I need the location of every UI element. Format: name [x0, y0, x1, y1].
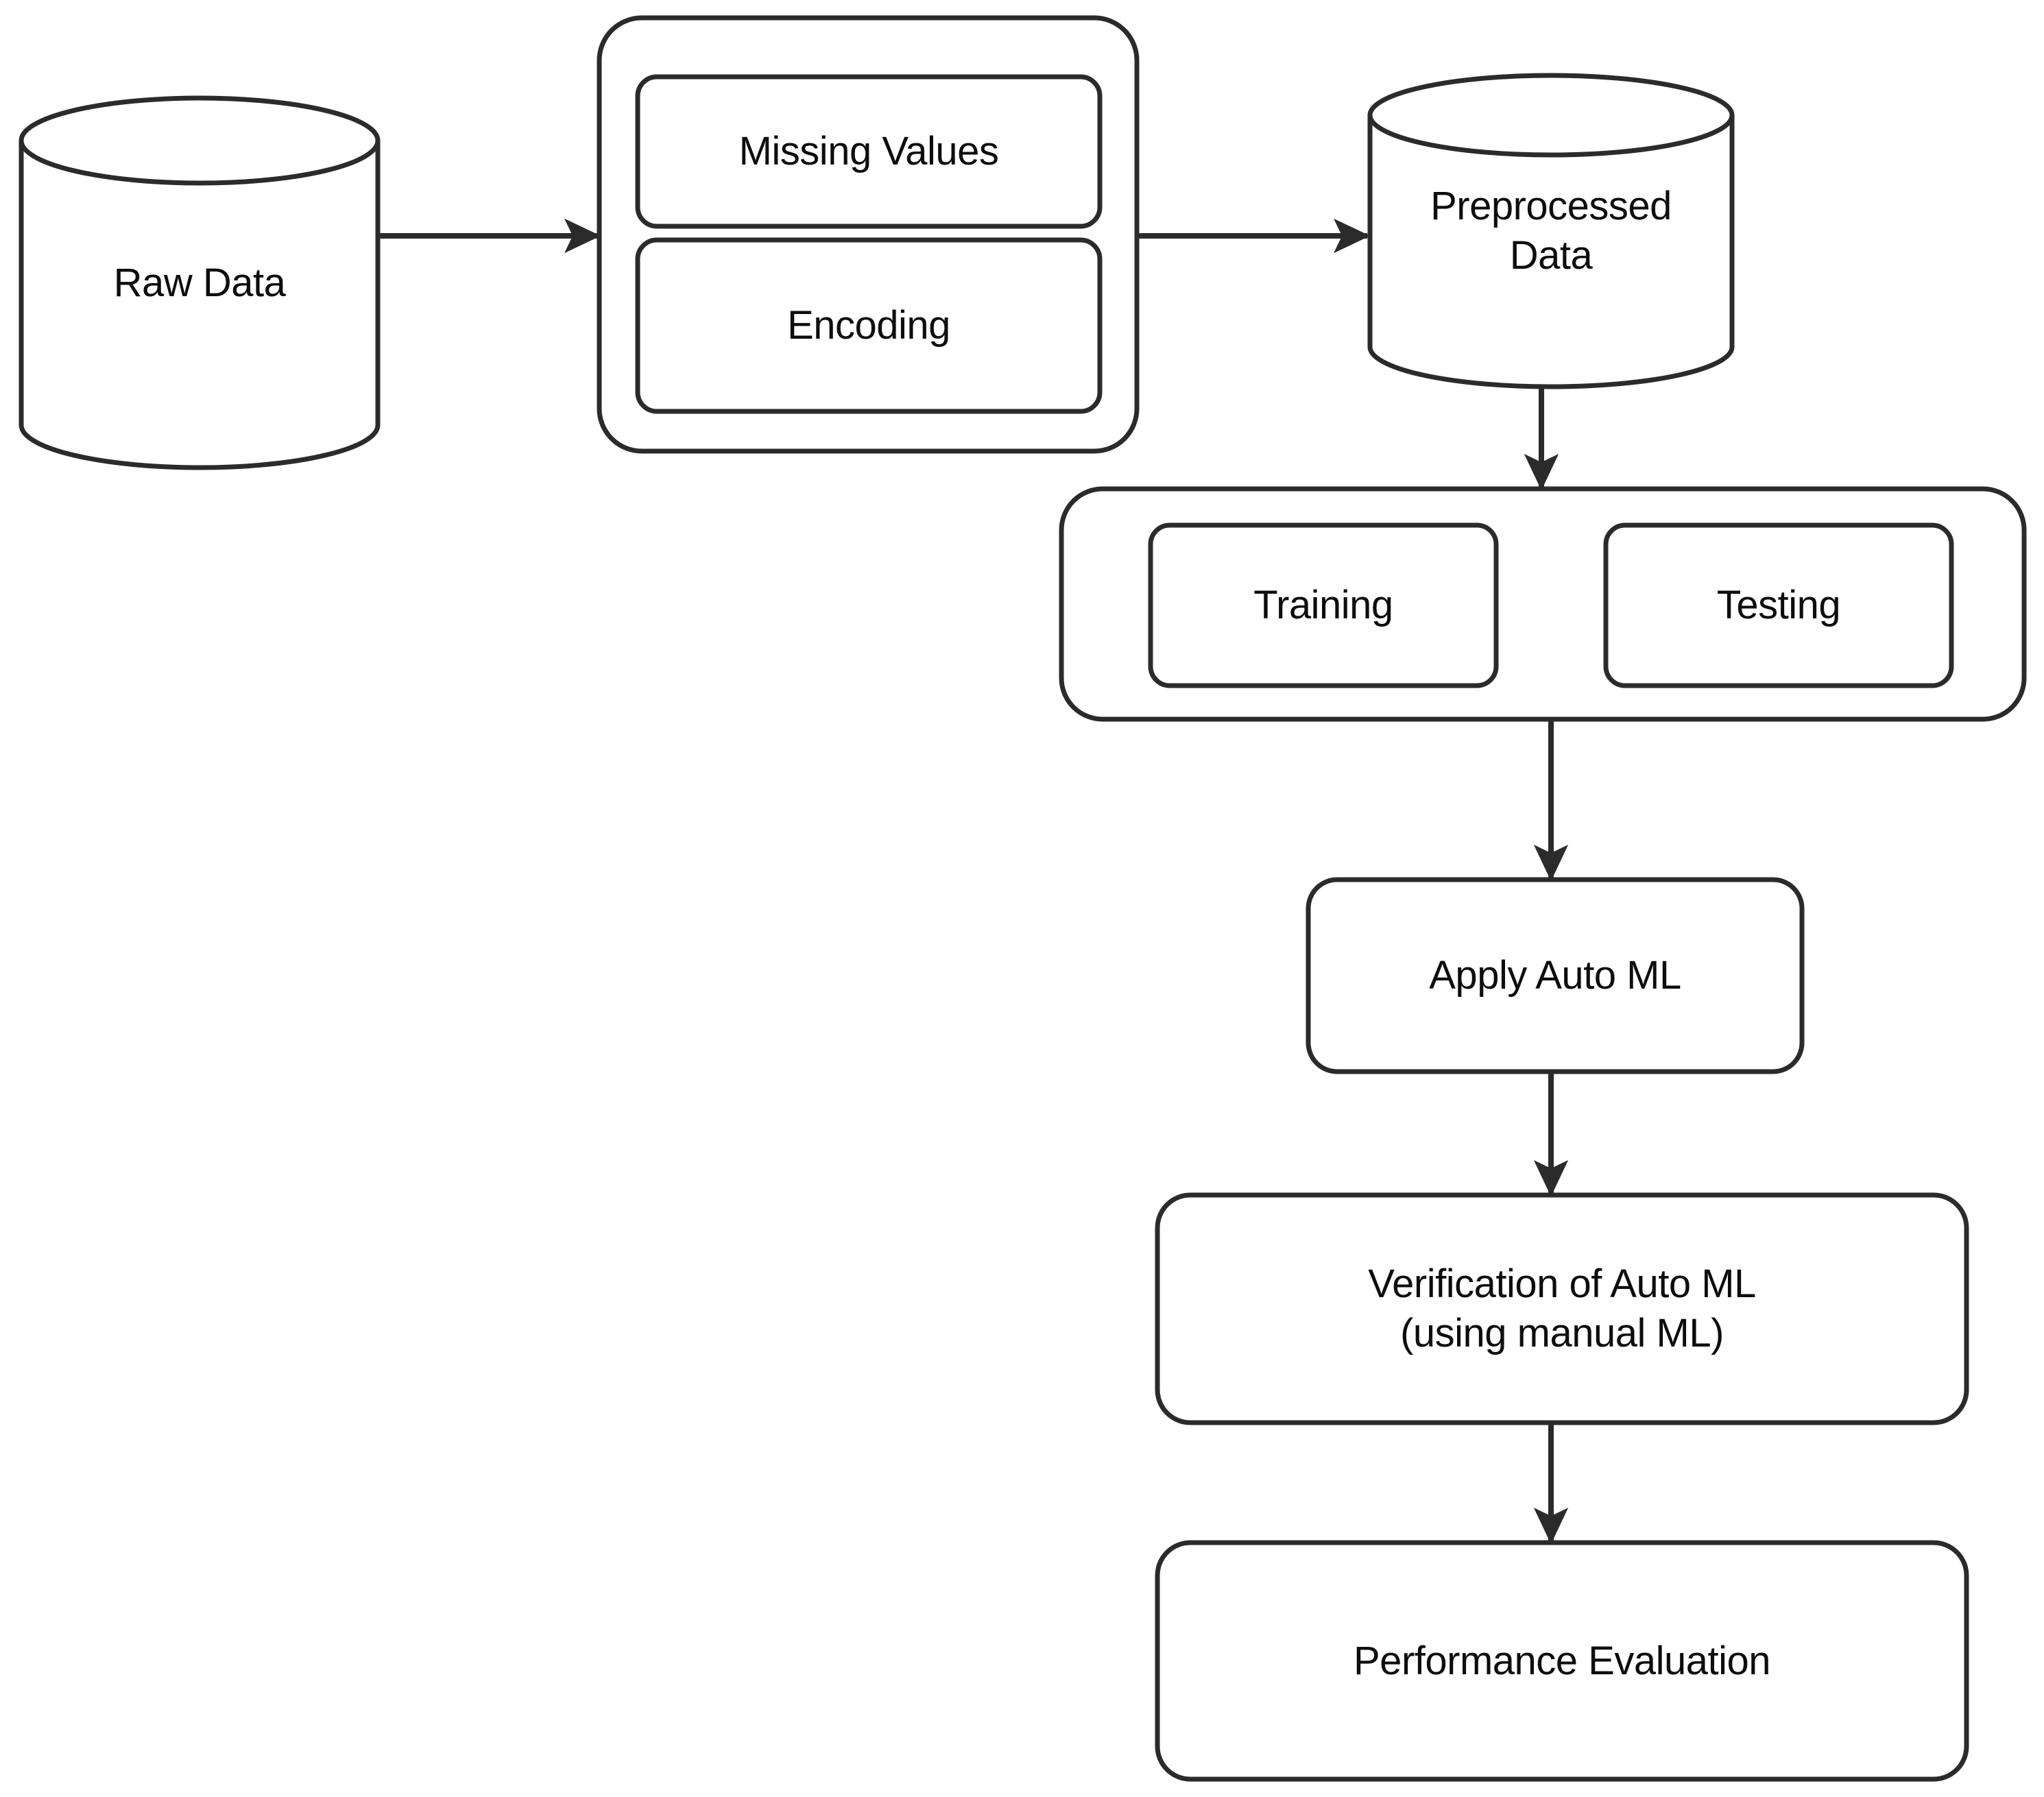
performance-evaluation-node[interactable]	[1157, 1543, 1967, 1779]
preprocessed-data-cylinder-shape	[1367, 73, 1735, 389]
preprocessed-data-node[interactable]	[1370, 75, 1732, 387]
encoding-node[interactable]	[638, 240, 1100, 411]
testing-shape	[1603, 522, 1954, 688]
raw-data-node[interactable]	[21, 98, 378, 468]
encoding-shape	[635, 237, 1103, 414]
raw-data-cylinder-shape	[19, 95, 381, 470]
training-shape	[1148, 522, 1499, 688]
missing-values-node[interactable]	[638, 77, 1100, 226]
apply-auto-ml-node[interactable]	[1308, 880, 1802, 1072]
missing-values-shape	[635, 74, 1103, 229]
verification-node[interactable]	[1157, 1195, 1967, 1423]
testing-node[interactable]	[1606, 525, 1951, 686]
training-node[interactable]	[1151, 525, 1496, 686]
